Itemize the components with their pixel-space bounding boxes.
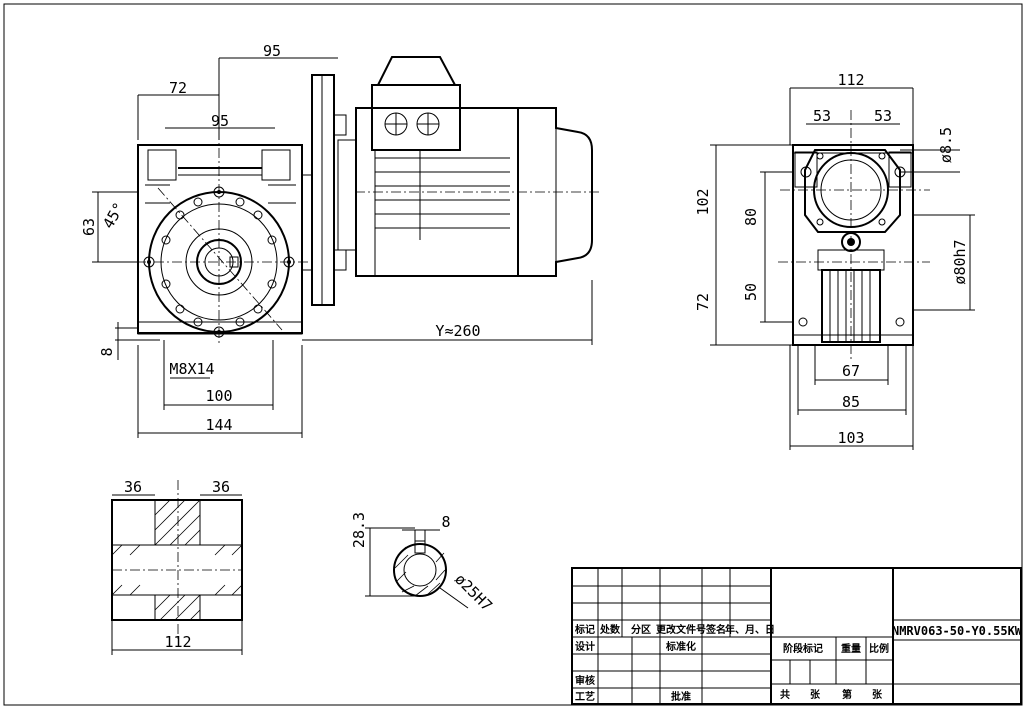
dim-103: 103: [837, 429, 864, 447]
dim-72: 72: [169, 79, 187, 97]
fan-cover: [517, 107, 593, 277]
front-view: 95 72 95 63 45° 8 M8X14 100 144 Y≈260: [80, 42, 600, 438]
flange-section: 36 36 112: [111, 478, 243, 655]
dim-y-260: Y≈260: [435, 322, 480, 340]
dim-80: 80: [742, 208, 760, 226]
dim-100: 100: [205, 387, 232, 405]
dim-112-flange: 112: [164, 633, 191, 651]
tb-sheet-no: 第 张: [842, 688, 883, 701]
tb-sign: 签名: [705, 623, 726, 636]
tb-model: NMRV063-50-Y0.55KW: [892, 624, 1023, 638]
tb-standardize: 标准化: [665, 640, 696, 653]
dim-36-right: 36: [212, 478, 230, 496]
bore-detail: 28.3 8 ø25H7: [350, 512, 496, 615]
tb-review: 审核: [575, 674, 595, 687]
dim-112: 112: [837, 71, 864, 89]
title-block: 标记 处数 分区 更改文件号 签名 年、月、日 设计 标准化 阶段标记 重量 比…: [571, 567, 1023, 705]
dim-53-left: 53: [813, 107, 831, 125]
tb-design: 设计: [575, 640, 595, 653]
dim-72-side: 72: [694, 293, 712, 311]
dim-m8x14: M8X14: [169, 360, 214, 378]
dim-28-3: 28.3: [350, 512, 368, 548]
tb-weight: 重量: [841, 642, 861, 655]
dim-36-left: 36: [124, 478, 142, 496]
dim-53-right: 53: [874, 107, 892, 125]
dim-144: 144: [205, 416, 232, 434]
dim-63: 63: [80, 218, 98, 236]
dim-8-key: 8: [441, 513, 450, 531]
drawing-frame: [3, 3, 1023, 706]
tb-date: 年、月、日: [725, 623, 775, 636]
dim-85: 85: [842, 393, 860, 411]
tb-mark: 标记: [574, 623, 595, 636]
dim-d25h7: ø25H7: [451, 570, 496, 615]
side-view: 112 53 53 ø8.5 102 80 50 72 ø80h7 67 85 …: [694, 71, 975, 450]
dim-d80h7: ø80h7: [951, 239, 969, 284]
dim-67: 67: [842, 362, 860, 380]
dim-95-top: 95: [263, 42, 281, 60]
dim-d8-5: ø8.5: [937, 127, 955, 163]
motor-flange: [311, 74, 335, 306]
tb-zone: 分区: [631, 623, 651, 636]
terminal-box: [371, 56, 461, 151]
dim-102: 102: [694, 188, 712, 215]
dim-8: 8: [98, 347, 116, 356]
tb-total-sheets: 共 张: [780, 688, 821, 701]
side-fins: [821, 269, 881, 343]
tb-stage-mark: 阶段标记: [783, 642, 823, 655]
tb-count: 处数: [599, 623, 621, 636]
tb-approve: 批准: [671, 690, 691, 703]
dim-45-degree: 45°: [99, 199, 128, 231]
tb-docno: 更改文件号: [656, 623, 706, 636]
dim-50: 50: [742, 283, 760, 301]
motor-fins: [375, 157, 510, 229]
tb-process: 工艺: [575, 690, 595, 703]
dim-95-inner: 95: [211, 112, 229, 130]
tb-scale: 比例: [869, 642, 889, 655]
flange-hatch: [111, 499, 243, 621]
